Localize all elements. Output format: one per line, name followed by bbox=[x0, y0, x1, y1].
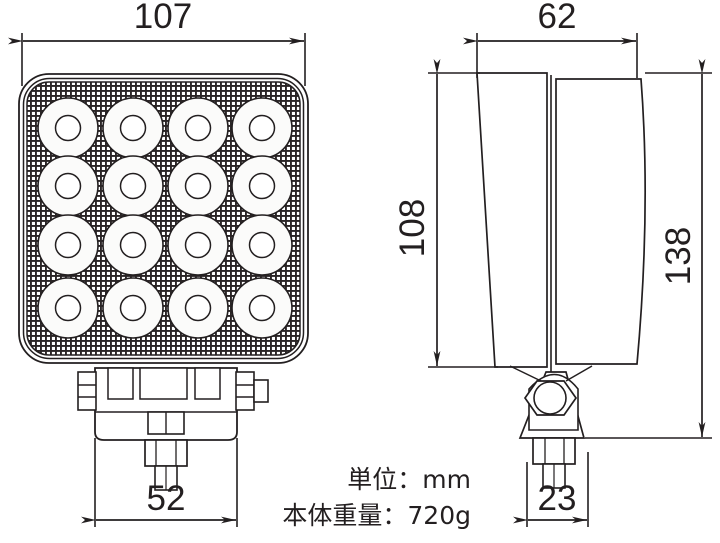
dimension-label-107: 107 bbox=[134, 0, 192, 36]
led-lens bbox=[37, 155, 99, 217]
bracket-bolt-right bbox=[235, 371, 255, 411]
body-housing-profile bbox=[555, 78, 647, 365]
led-row bbox=[37, 155, 293, 217]
side-view: 62 bbox=[393, 0, 712, 527]
led-lens bbox=[102, 214, 164, 276]
led-lens bbox=[231, 155, 293, 217]
dimension-label-138: 138 bbox=[659, 227, 698, 285]
pivot-bracket bbox=[509, 365, 593, 489]
led-lens bbox=[231, 214, 293, 276]
led-row bbox=[37, 97, 293, 159]
dimension-label-23: 23 bbox=[538, 479, 577, 518]
dimension-body-height: 108 bbox=[393, 59, 498, 368]
front-mounting-bracket bbox=[77, 367, 269, 491]
note-weight: 本体重量：720g bbox=[282, 501, 471, 530]
led-lens bbox=[37, 277, 99, 339]
dimension-label-52: 52 bbox=[147, 479, 186, 518]
dimension-total-height: 138 bbox=[585, 59, 712, 439]
led-row bbox=[37, 214, 293, 276]
led-lens bbox=[167, 97, 229, 159]
dimension-bracket-depth: 23 bbox=[513, 452, 589, 527]
led-lens bbox=[167, 277, 229, 339]
led-lens bbox=[231, 277, 293, 339]
pivot-bolt-circle bbox=[533, 381, 567, 415]
dimension-bracket-width: 52 bbox=[81, 438, 238, 527]
dimension-label-108: 108 bbox=[393, 199, 432, 257]
bracket-slot bbox=[107, 367, 134, 400]
bracket-slot bbox=[194, 367, 221, 400]
led-lens bbox=[167, 155, 229, 217]
bracket-stud-right bbox=[253, 379, 269, 403]
bracket-leader-line bbox=[509, 365, 542, 382]
led-lens bbox=[102, 97, 164, 159]
note-unit: 単位：mm bbox=[347, 465, 471, 494]
front-view: 107 bbox=[8, 0, 309, 527]
dimension-side-depth: 62 bbox=[463, 0, 638, 78]
led-lens bbox=[37, 214, 99, 276]
dimension-front-width: 107 bbox=[8, 0, 306, 86]
bracket-bolt-left bbox=[77, 371, 97, 411]
dimension-label-62: 62 bbox=[538, 0, 577, 36]
led-lens bbox=[231, 97, 293, 159]
led-lens bbox=[37, 97, 99, 159]
led-array bbox=[37, 97, 293, 339]
lens-face-outline bbox=[26, 81, 301, 356]
bracket-leader-line bbox=[565, 365, 593, 382]
led-row bbox=[37, 277, 293, 339]
lower-nut bbox=[532, 437, 576, 465]
lens-plate-profile bbox=[476, 72, 548, 368]
notes-block: 単位：mm 本体重量：720g bbox=[282, 465, 471, 530]
led-lens bbox=[102, 277, 164, 339]
lower-nut bbox=[144, 439, 188, 467]
led-lens bbox=[102, 155, 164, 217]
led-lens bbox=[167, 214, 229, 276]
bracket-slot bbox=[139, 367, 188, 400]
